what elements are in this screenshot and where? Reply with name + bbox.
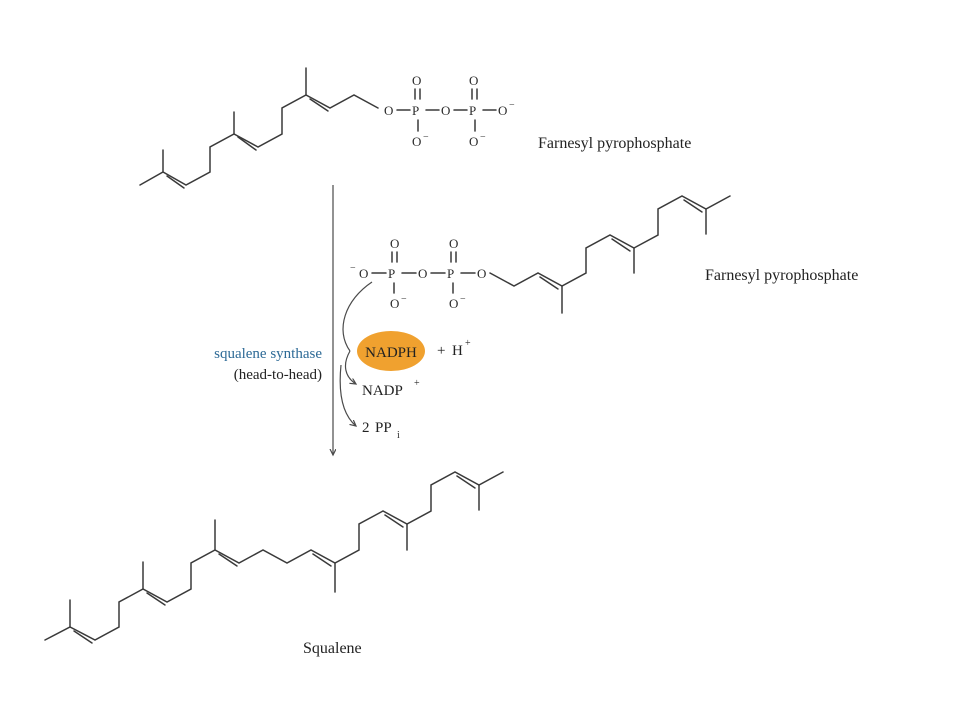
- nadph-label: NADPH: [365, 345, 417, 361]
- fpp-top-molecule: O P O P O − O O O − O −: [139, 67, 515, 189]
- fpp-top-double-2: [237, 136, 257, 151]
- squalene-double-4: [312, 553, 332, 567]
- fpp-right-label: Farnesyl pyrophosphate: [705, 267, 858, 284]
- fpp-right-o-ester: O: [477, 266, 486, 281]
- plus-sign: +: [437, 343, 445, 359]
- fpp-right-chain: [489, 195, 731, 287]
- fpp-top-label: Farnesyl pyrophosphate: [538, 135, 691, 152]
- fpp-right-molecule: − O P O P O O O O − O −: [350, 195, 731, 314]
- ppi-coefficient: 2: [362, 420, 370, 436]
- fpp-top-o-terminal: O: [498, 103, 507, 118]
- ppi-subscript: i: [397, 430, 400, 441]
- svg-text:−: −: [480, 132, 486, 143]
- squalene-chain: [44, 471, 504, 641]
- fpp-right-o-bridge: O: [418, 266, 427, 281]
- proton-label: H: [452, 343, 463, 359]
- fpp-right-o-terminal: O: [359, 266, 368, 281]
- fpp-right-p1: P: [388, 266, 395, 281]
- fpp-top-chain: [139, 94, 379, 186]
- ppi-label: PP: [375, 420, 392, 436]
- nadp-label: NADP: [362, 383, 403, 399]
- fpp-right-double-3: [683, 199, 703, 213]
- fpp-right-double-2: [611, 238, 631, 252]
- svg-text:−: −: [509, 100, 515, 111]
- fpp-top-double-1: [166, 175, 185, 189]
- fpp-right-p2-oxide: O: [449, 296, 458, 311]
- squalene-label: Squalene: [303, 640, 362, 657]
- svg-text:−: −: [460, 294, 466, 305]
- squalene-double-2: [146, 592, 166, 606]
- ppi-curved-arrow: [339, 364, 356, 426]
- fpp-top-o-bridge: O: [441, 103, 450, 118]
- fpp-top-p2: P: [469, 103, 476, 118]
- squalene-double-3: [218, 553, 238, 567]
- fpp-right-p1-oxide: O: [390, 296, 399, 311]
- svg-text:+: +: [465, 338, 471, 349]
- fpp-right-p2: P: [447, 266, 454, 281]
- fpp-right-p2-oxo: O: [449, 236, 458, 251]
- fpp-top-p1-oxide: O: [412, 134, 421, 149]
- squalene-double-6: [456, 475, 476, 489]
- fpp-top-double-3: [309, 98, 329, 112]
- squalene-double-1: [73, 630, 93, 644]
- fpp-top-p1: P: [412, 103, 419, 118]
- svg-text:−: −: [401, 294, 407, 305]
- squalene-double-5: [384, 514, 404, 528]
- fpp-top-p1-oxo: O: [412, 73, 421, 88]
- nadp-curved-arrow: [344, 350, 356, 384]
- svg-text:−: −: [350, 263, 356, 274]
- enzyme-name: squalene synthase: [214, 346, 322, 362]
- nadph-highlight: [357, 331, 425, 371]
- svg-text:+: +: [414, 378, 420, 389]
- squalene-molecule: [44, 471, 504, 644]
- fpp-right-double-1: [539, 276, 559, 290]
- fpp-top-p2-oxide: O: [469, 134, 478, 149]
- fpp-right-p1-oxo: O: [390, 236, 399, 251]
- fpp-top-o-ester: O: [384, 103, 393, 118]
- incoming-curved-arrow: [342, 281, 373, 352]
- fpp-top-p2-oxo: O: [469, 73, 478, 88]
- svg-text:−: −: [423, 132, 429, 143]
- enzyme-mode: (head-to-head): [234, 367, 322, 383]
